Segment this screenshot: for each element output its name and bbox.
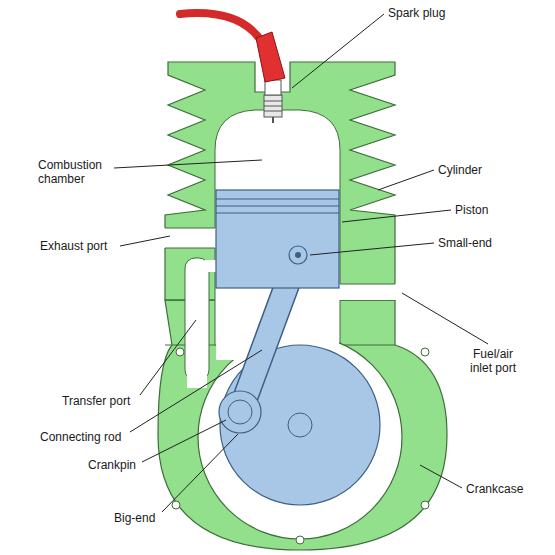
part-label: Connecting rod bbox=[40, 430, 121, 444]
part-label: Cylinder bbox=[438, 163, 482, 177]
part-label: Fuel/air inlet port bbox=[462, 347, 524, 375]
part-label: Crankpin bbox=[88, 458, 136, 472]
part-label: Combustion chamber bbox=[38, 158, 112, 186]
part-label: Piston bbox=[455, 203, 488, 217]
part-label: Big-end bbox=[114, 511, 155, 525]
part-label: Spark plug bbox=[388, 6, 445, 20]
part-label: Transfer port bbox=[62, 394, 130, 408]
part-label: Exhaust port bbox=[40, 239, 107, 253]
part-label: Crankcase bbox=[466, 482, 523, 496]
part-label: Small-end bbox=[438, 236, 492, 250]
